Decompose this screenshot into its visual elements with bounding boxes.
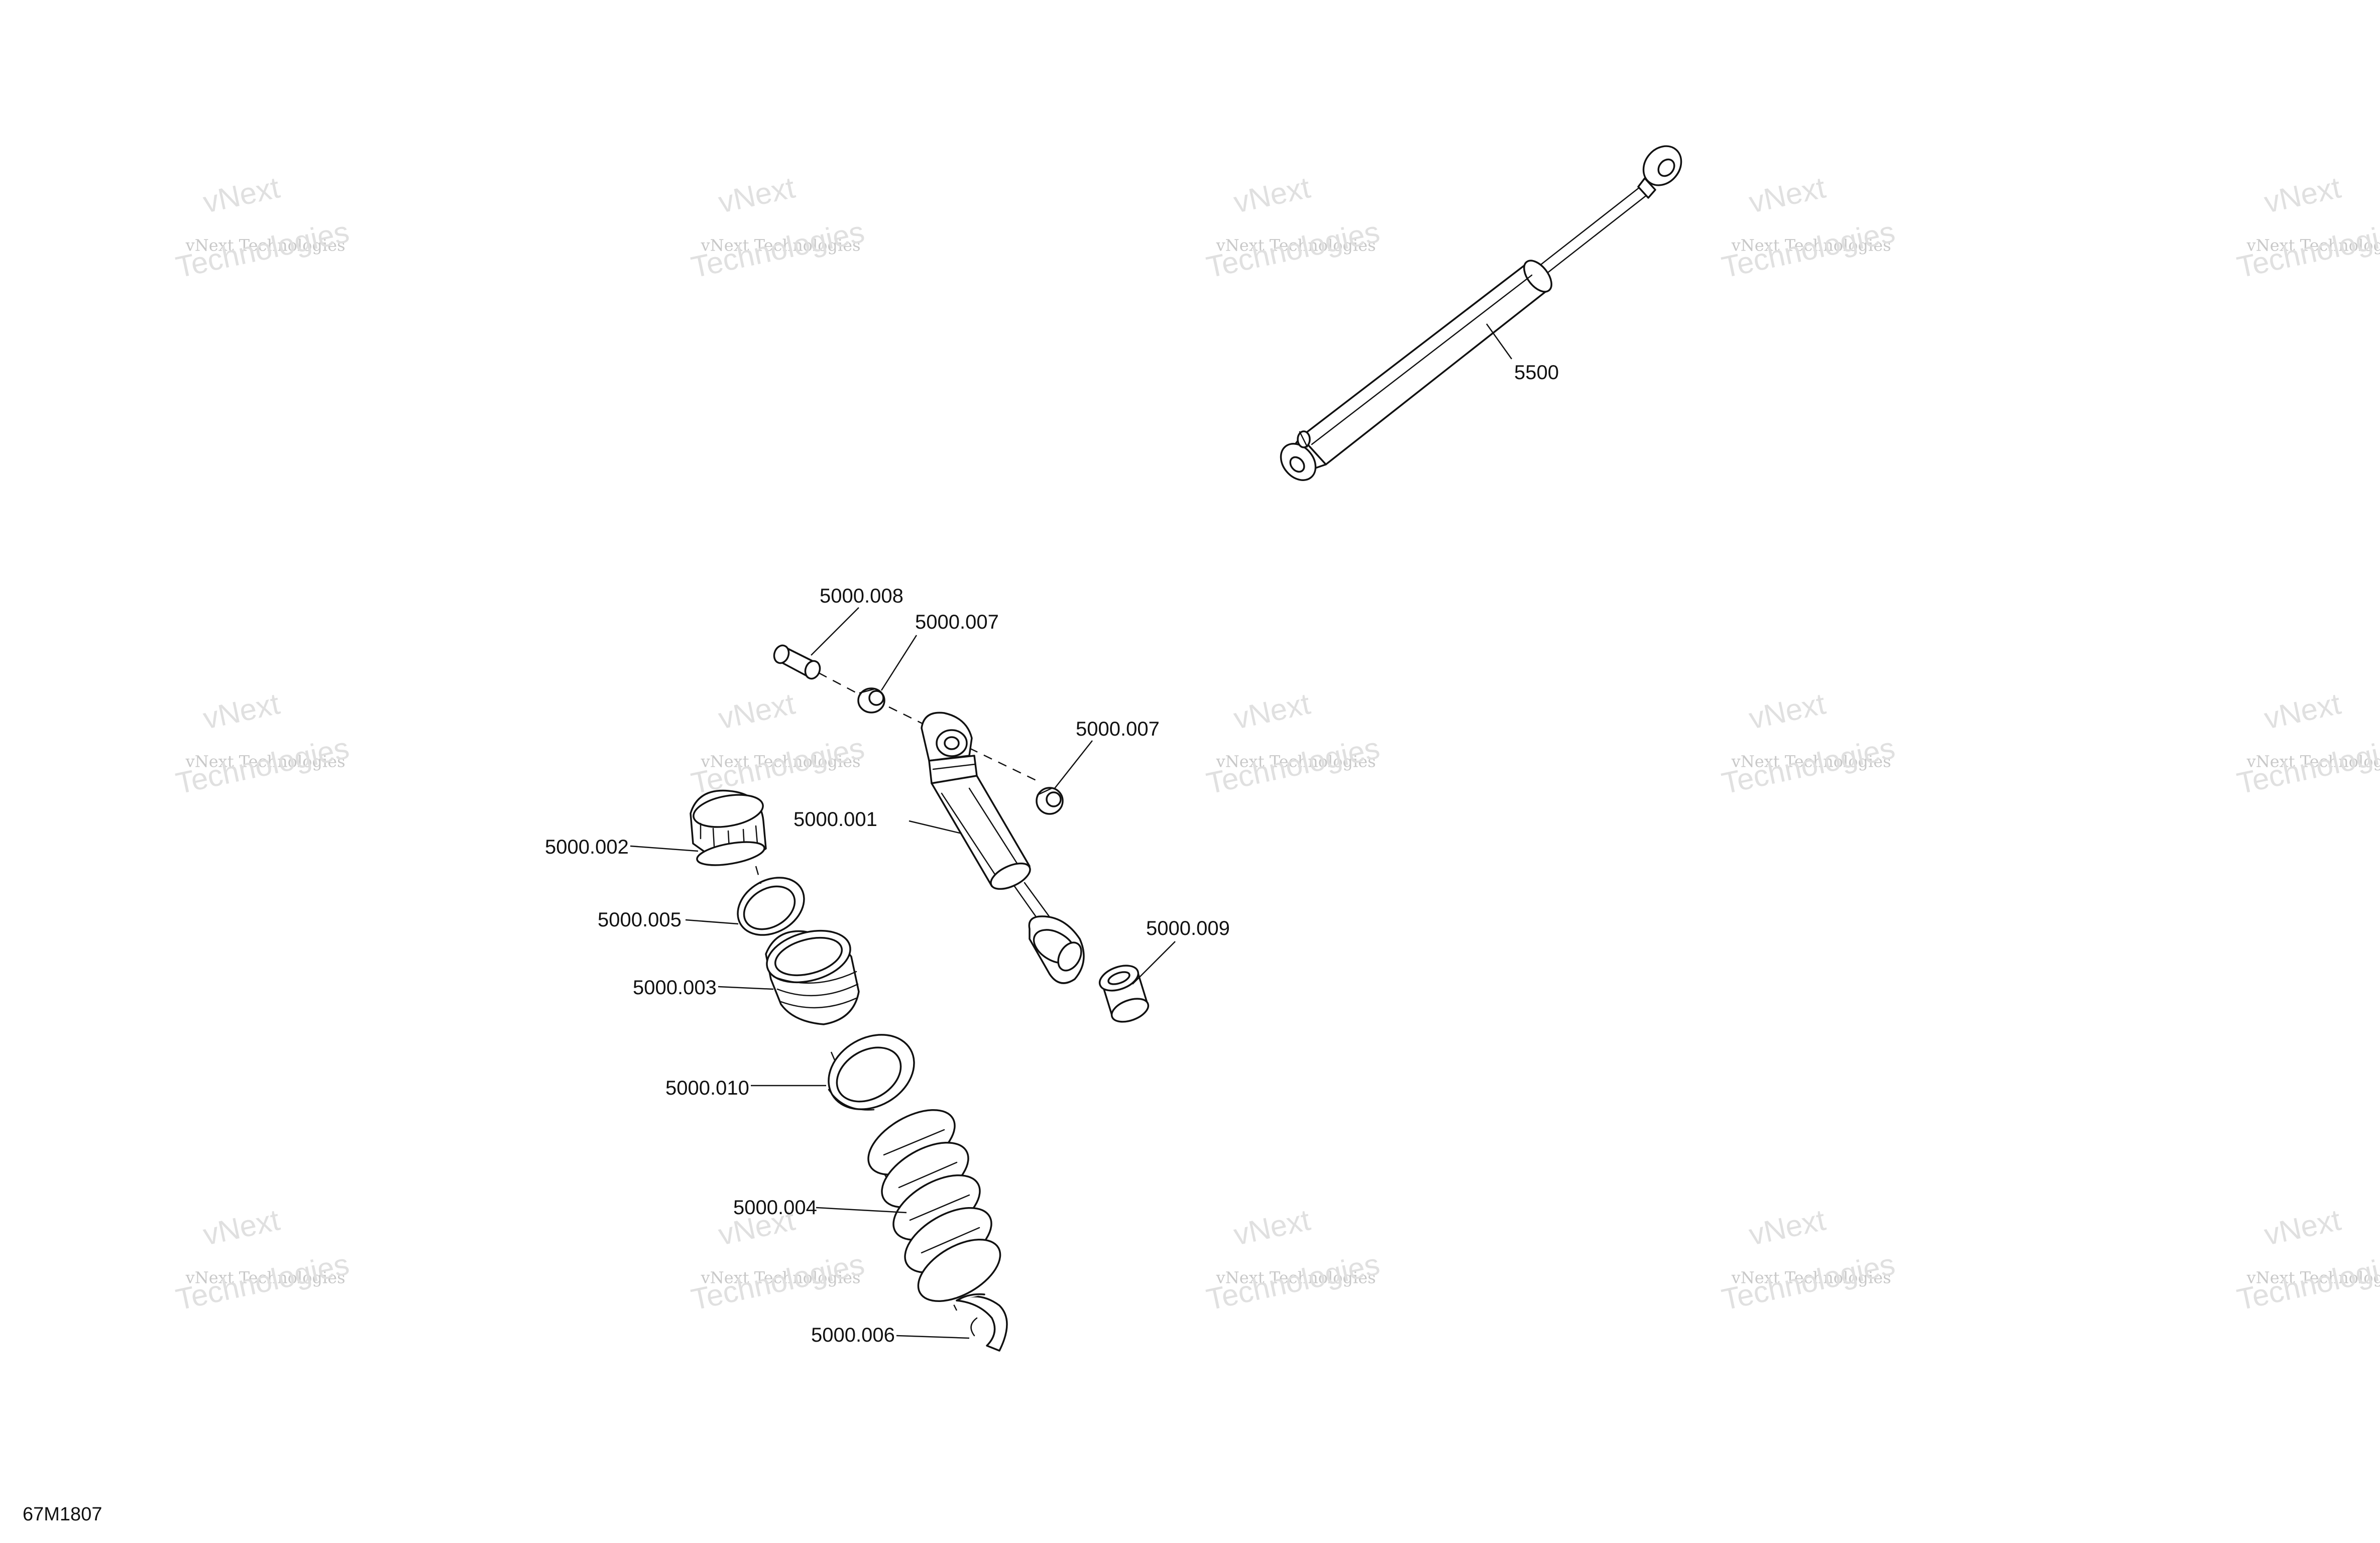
watermark-text: Technologies [1203, 215, 1383, 284]
callout-5000-009: 5000.009 [1146, 917, 1230, 939]
watermark-text: Technologies [173, 215, 352, 284]
watermark-text: Technologies [2234, 1247, 2380, 1317]
callout-5000-006: 5000.006 [811, 1324, 895, 1346]
part-5500-strut [1280, 145, 1682, 481]
leader-5500 [1486, 323, 1513, 360]
callout-5000-001: 5000.001 [794, 808, 877, 830]
callout-5000-004: 5000.004 [733, 1197, 817, 1219]
callout-5000-008: 5000.008 [820, 585, 903, 607]
watermark-text: Technologies [688, 215, 867, 284]
watermark: vNext vNext Technologies Technologies [688, 170, 867, 284]
watermark-text: vNext Technologies [701, 235, 861, 255]
leader-5000-007-top [880, 635, 918, 691]
watermark-text: vNext [1231, 170, 1313, 219]
watermark: vNext vNext Technologies Technologies [1719, 170, 1898, 284]
watermark-text: vNext Technologies [2246, 752, 2380, 771]
watermark-text: Technologies [688, 1247, 867, 1317]
part-5000-001-shock [921, 711, 1085, 984]
part-5000-006-clip [956, 1293, 1008, 1352]
watermark-text: Technologies [1719, 1247, 1898, 1317]
watermark-text: Technologies [1203, 1247, 1383, 1317]
watermark: vNext vNext Technologies Technologies [2234, 686, 2380, 800]
watermark-text: vNext [2261, 1203, 2344, 1251]
leader-5000-004 [816, 1207, 907, 1214]
callout-5000-002: 5000.002 [545, 836, 629, 858]
callout-5000-007-top: 5000.007 [915, 611, 999, 633]
part-5000-007-top-spacer [857, 687, 885, 714]
figure-id: 67M1807 [23, 1504, 102, 1525]
watermark-text: vNext [1746, 686, 1829, 735]
watermark-text: Technologies [173, 1247, 352, 1317]
watermark-text: vNext Technologies [701, 1268, 861, 1287]
part-5000-002-adjuster [690, 789, 767, 866]
watermark-text: vNext [200, 170, 283, 219]
watermark-text: vNext [200, 1203, 283, 1251]
watermark: vNext vNext Technologies Technologies [2234, 170, 2380, 284]
watermark-text: vNext Technologies [185, 235, 346, 255]
part-5000-004-spring [867, 1109, 1001, 1302]
watermark-text: vNext Technologies [185, 1268, 346, 1287]
watermark-text: vNext Technologies [2246, 235, 2380, 255]
leader-5000-006 [896, 1335, 970, 1339]
leader-5000-007-right [1054, 740, 1093, 789]
watermark-layer: vNext vNext Technologies Technologies vN… [173, 170, 2380, 1317]
part-5000-005-washer [737, 877, 805, 936]
watermark: vNext vNext Technologies Technologies [1719, 1203, 1898, 1317]
watermark-text: vNext Technologies [1216, 235, 1376, 255]
watermark: vNext vNext Technologies Technologies [1719, 686, 1898, 800]
leader-5000-002 [630, 845, 699, 852]
watermark-text: vNext [1746, 170, 1829, 219]
watermark-text: vNext Technologies [701, 752, 861, 771]
watermark-text: vNext Technologies [1216, 1268, 1376, 1287]
watermark: vNext vNext Technologies Technologies [2234, 1203, 2380, 1317]
watermark: vNext vNext Technologies Technologies [1203, 170, 1383, 284]
watermark-text: Technologies [173, 731, 352, 800]
watermark-text: vNext [200, 686, 283, 735]
watermark-text: vNext Technologies [1731, 752, 1891, 771]
watermark-text: vNext [716, 170, 798, 219]
watermark-text: vNext Technologies [2246, 1268, 2380, 1287]
watermark-text: vNext Technologies [185, 752, 346, 771]
watermark: vNext vNext Technologies Technologies [173, 170, 352, 284]
part-5000-003-collar [765, 929, 860, 1025]
watermark-text: vNext [1231, 686, 1313, 735]
leader-5000-009 [1132, 941, 1176, 985]
leader-5000-003 [718, 986, 774, 990]
part-5000-010-seat [828, 1034, 915, 1111]
part-5000-008-sleeve [773, 644, 821, 680]
watermark-text: Technologies [2234, 215, 2380, 284]
watermark: vNext vNext Technologies Technologies [173, 1203, 352, 1317]
watermark-text: vNext [1746, 1203, 1829, 1251]
watermark-text: Technologies [1719, 731, 1898, 800]
watermark-text: vNext [716, 686, 798, 735]
watermark-text: Technologies [1719, 215, 1898, 284]
watermark: vNext vNext Technologies Technologies [173, 686, 352, 800]
part-5000-007-right-spacer [1036, 787, 1064, 815]
callout-5000-007-right: 5000.007 [1076, 718, 1160, 740]
watermark-text: vNext [2261, 170, 2344, 219]
watermark-text: vNext Technologies [1216, 752, 1376, 771]
leader-5000-001 [909, 820, 962, 835]
watermark-text: vNext [2261, 686, 2344, 735]
leader-5000-008 [811, 607, 859, 656]
callout-5000-010: 5000.010 [665, 1077, 749, 1099]
callout-5000-003: 5000.003 [633, 977, 717, 999]
callout-5000-005: 5000.005 [598, 909, 682, 931]
callout-5500: 5500 [1514, 362, 1559, 384]
watermark-text: Technologies [688, 731, 867, 800]
watermark-text: vNext Technologies [1731, 235, 1891, 255]
watermark-text: Technologies [2234, 731, 2380, 800]
watermark: vNext vNext Technologies Technologies [1203, 1203, 1383, 1317]
watermark: vNext vNext Technologies Technologies [1203, 686, 1383, 800]
leader-5000-005 [685, 919, 739, 925]
watermark-text: vNext Technologies [1731, 1268, 1891, 1287]
watermark-text: Technologies [1203, 731, 1383, 800]
part-5000-009-bushing [1098, 965, 1150, 1023]
watermark-text: vNext [1231, 1203, 1313, 1251]
watermark: vNext vNext Technologies Technologies [688, 686, 867, 800]
